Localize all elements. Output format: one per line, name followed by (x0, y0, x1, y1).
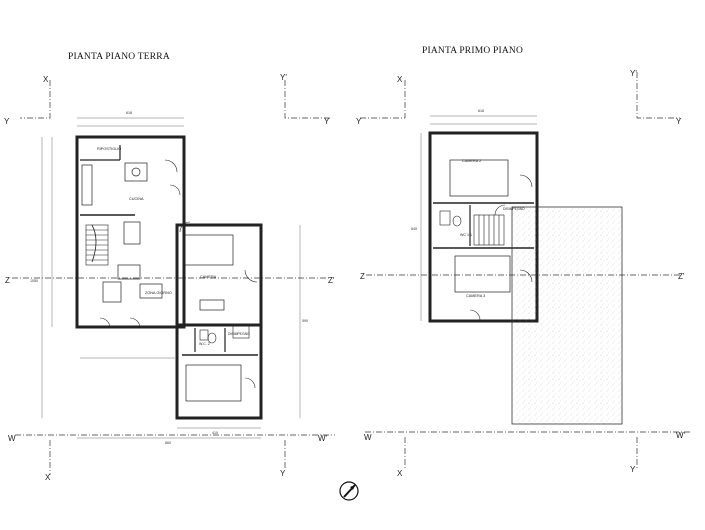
first-section-lines (360, 72, 690, 470)
room-wc-first-label: WC 1.1 (460, 233, 472, 237)
first-marker-x-top: X (397, 75, 403, 84)
room-camera2-label: CAMERA 2 (462, 159, 481, 163)
first-marker-w-left: W (364, 433, 372, 442)
first-marker-y-left: Y (356, 117, 362, 126)
ground-marker-y-left: Y (4, 117, 10, 126)
first-sanitary (439, 210, 462, 227)
room-disimpegno-first-label: DISIMPEGNO (503, 207, 525, 211)
ground-lower-block-wall (175, 323, 263, 420)
first-marker-y-top: Y' (630, 69, 637, 78)
ground-section-marker-labels: X Y' Y Y Z Z' W W' X Y (4, 73, 335, 482)
ground-marker-x-bottom: X (45, 473, 51, 482)
room-cucina-label: CUCINA (129, 197, 144, 201)
ground-door-swings (99, 159, 258, 389)
dim-ground-bottom-width: 860 (165, 441, 171, 445)
dim-left-height: 1050 (30, 279, 38, 283)
dim-first-left-height: 845 (411, 227, 417, 231)
first-marker-z-left: Z (360, 272, 365, 281)
dim-first-top-width: 618 (478, 109, 484, 113)
ground-dimension-lines (41, 117, 301, 439)
ground-marker-z-left: Z (5, 276, 10, 285)
ground-marker-z-right: Z' (328, 276, 335, 285)
ground-marker-x-top: X (43, 75, 49, 84)
dim-ground-right-height: 590 (302, 319, 308, 323)
roof-terrace-area (511, 206, 623, 425)
ground-upper-block-wall (75, 135, 186, 329)
kitchen-furniture (81, 162, 242, 402)
dim-ground-lower-width: 410 (212, 431, 218, 435)
first-marker-x-bottom: X (397, 469, 403, 478)
dim-top-width: 618 (126, 111, 132, 115)
first-bed-camera3 (454, 255, 511, 293)
ground-marker-y-right: Y (324, 117, 330, 126)
first-bed-camera2 (449, 159, 509, 197)
first-marker-y-bottom: Y (630, 465, 636, 474)
ground-section-lines (12, 80, 335, 475)
first-marker-z-right: Z' (678, 272, 685, 281)
first-marker-w-right: W' (676, 431, 686, 440)
ground-floor-plan (41, 117, 301, 439)
ground-sanitary (199, 325, 250, 344)
first-marker-y-right: Y (676, 117, 682, 126)
room-disimpegno-label: DISIMPEGNO (228, 332, 250, 336)
room-camera3-label: CAMERA 3 (466, 294, 485, 298)
first-floor-title: PIANTA PRIMO PIANO (422, 46, 524, 56)
ground-floor-title: PIANTA PIANO TERRA (68, 52, 170, 62)
stair (85, 224, 109, 266)
room-ripostiglio-label: RIPOSTIGLIO (97, 147, 121, 151)
ground-marker-y-bottom: Y (280, 469, 286, 478)
first-dimension-lines (420, 115, 537, 321)
first-stair (473, 214, 505, 246)
north-arrow-icon (339, 481, 359, 501)
ground-marker-w-right: W' (318, 434, 328, 443)
room-camera-label: CAMERA (200, 275, 217, 279)
room-zona-giorno-label: ZONA GIORNO (145, 291, 172, 295)
room-wc-label: W.C. 2 (199, 342, 210, 346)
ground-marker-y-top: Y' (280, 73, 287, 82)
first-section-marker-labels: X Y' Y Y Z Z' W W' X Y (356, 69, 686, 478)
ground-marker-w-left: W (8, 434, 16, 443)
